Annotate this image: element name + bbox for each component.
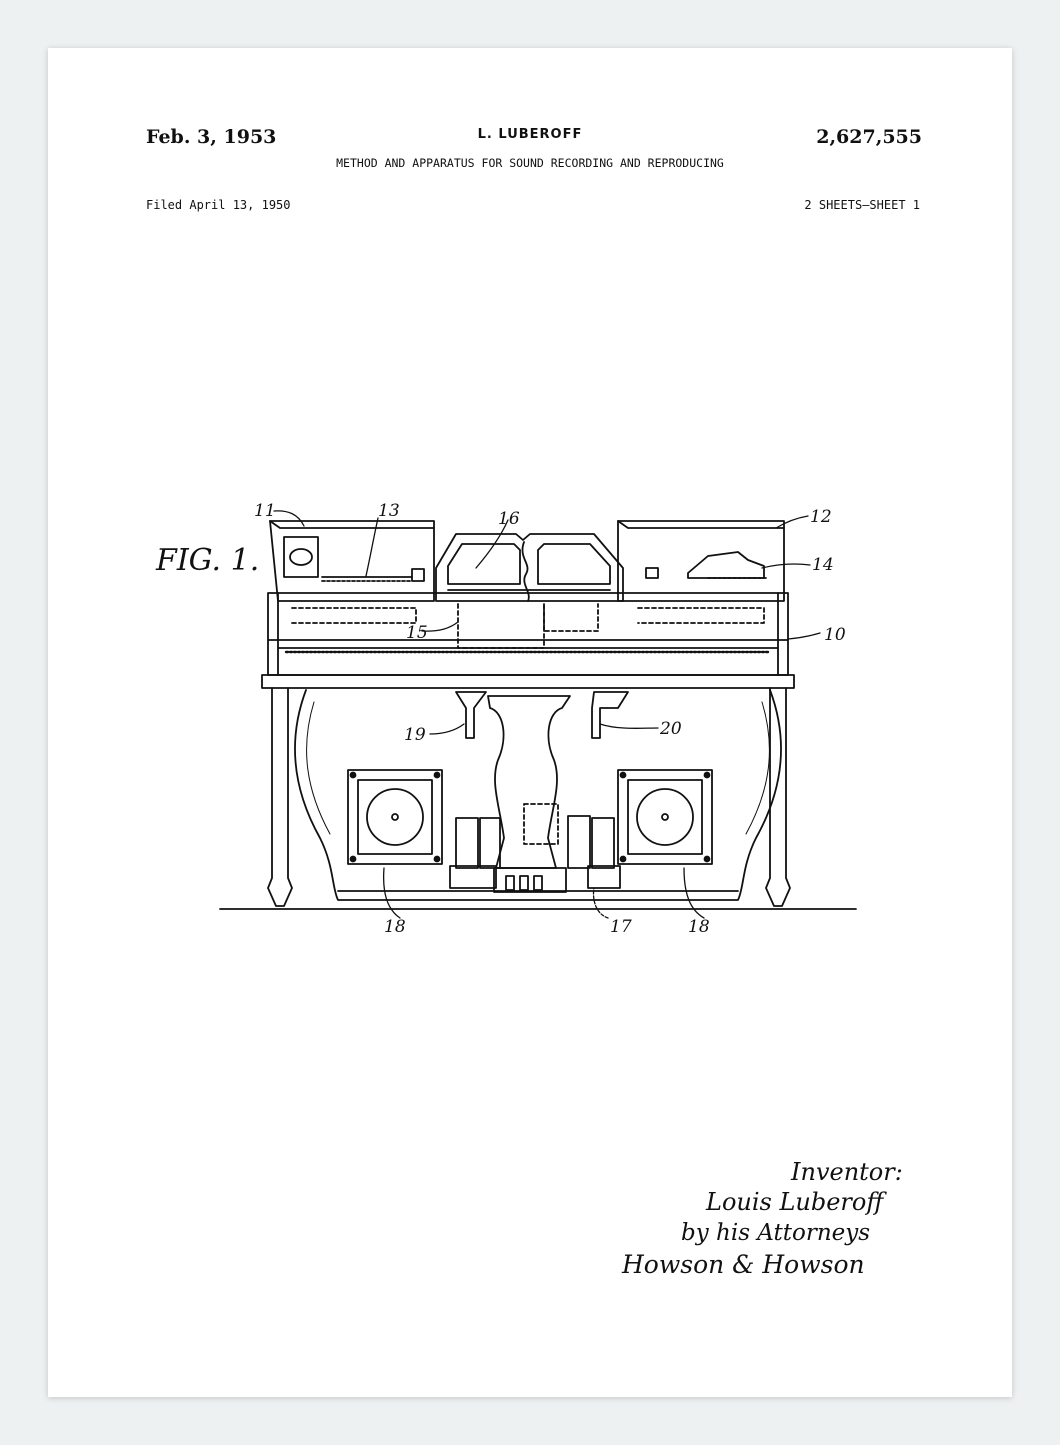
ref-15: 15 bbox=[406, 623, 428, 643]
music-rack bbox=[435, 533, 624, 602]
bracket-left bbox=[455, 691, 487, 739]
ref-20: 20 bbox=[659, 719, 682, 739]
signature-attorneys-label: by his Attorneys bbox=[681, 1220, 871, 1246]
patent-number: 2,627,555 bbox=[816, 126, 922, 148]
lower-enclosure bbox=[294, 689, 782, 901]
ref-17: 17 bbox=[610, 917, 632, 937]
speaker-left bbox=[347, 769, 443, 865]
amplifier-tubes bbox=[449, 803, 621, 889]
bracket-right bbox=[591, 691, 629, 739]
signature-inventor-label: Inventor: bbox=[791, 1158, 903, 1186]
ref-13: 13 bbox=[378, 501, 400, 521]
patent-drawing: FIG. 1. 11 13 16 12 14 15 10 19 20 18 17… bbox=[155, 501, 857, 937]
left-cabinet bbox=[269, 520, 435, 602]
signature-attorneys-name: Howson & Howson bbox=[622, 1250, 865, 1279]
ref-14: 14 bbox=[812, 555, 834, 575]
patent-date: Feb. 3, 1953 bbox=[146, 126, 277, 148]
speaker-right bbox=[617, 769, 713, 865]
ref-19: 19 bbox=[404, 725, 426, 745]
figure-label: FIG. 1. bbox=[155, 543, 259, 578]
inventor-name: L. LUBEROFF bbox=[477, 127, 583, 142]
ref-11: 11 bbox=[254, 501, 276, 521]
filed-date: Filed April 13, 1950 bbox=[146, 198, 291, 212]
pedal-lyre bbox=[487, 695, 571, 893]
ref-16: 16 bbox=[498, 509, 520, 529]
piano-body bbox=[261, 592, 795, 689]
patent-sheet: Feb. 3, 1953 L. LUBEROFF 2,627,555 METHO… bbox=[48, 48, 1012, 1397]
ref-10: 10 bbox=[824, 625, 846, 645]
sheet-count: 2 SHEETS—SHEET 1 bbox=[804, 198, 920, 212]
ref-18-left: 18 bbox=[384, 917, 406, 937]
ref-18-right: 18 bbox=[688, 917, 710, 937]
piano-legs bbox=[267, 687, 791, 907]
patent-title: METHOD AND APPARATUS FOR SOUND RECORDING… bbox=[336, 156, 724, 170]
signature-inventor-name: Louis Luberoff bbox=[706, 1188, 884, 1216]
ref-12: 12 bbox=[810, 507, 832, 527]
right-cabinet bbox=[617, 520, 785, 602]
leader-lines bbox=[273, 510, 821, 919]
